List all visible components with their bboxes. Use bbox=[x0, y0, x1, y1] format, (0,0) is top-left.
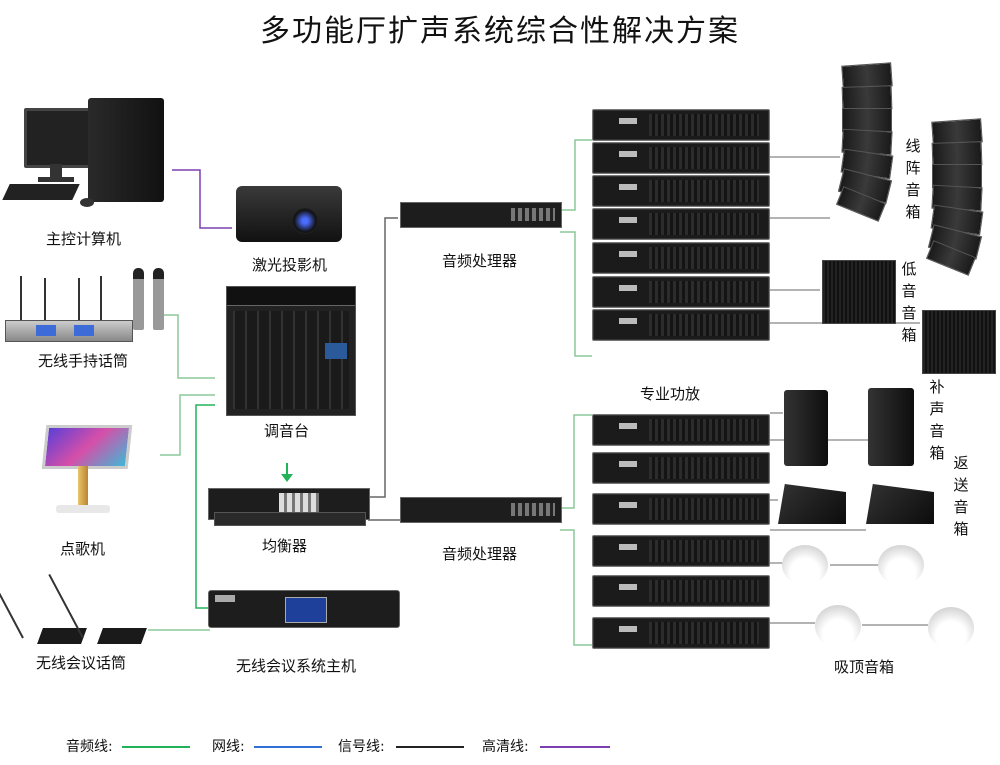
pc-device bbox=[2, 98, 170, 218]
processor-top-device bbox=[400, 202, 562, 228]
amplifier-label: 专业功放 bbox=[640, 385, 701, 403]
amplifier-unit bbox=[592, 575, 770, 607]
line-array-label: 线阵音箱 bbox=[905, 137, 921, 221]
subwoofer-icon bbox=[922, 310, 996, 374]
amplifier-unit bbox=[592, 175, 770, 207]
handheld-mic-icon bbox=[153, 268, 164, 330]
host-screen-icon bbox=[285, 597, 327, 623]
legend-item-label: 高清线: bbox=[482, 739, 529, 755]
amplifier-unit bbox=[592, 208, 770, 240]
tower-icon bbox=[88, 98, 164, 202]
projector-label: 激光投影机 bbox=[252, 256, 328, 274]
equalizer-label: 均衡器 bbox=[262, 537, 308, 555]
projector-icon bbox=[236, 186, 342, 242]
fill-speaker-label: 补声音箱 bbox=[929, 378, 945, 462]
line-array-speaker-icon bbox=[835, 62, 900, 222]
ceiling-speaker-icon bbox=[928, 607, 974, 649]
page-title: 多功能厅扩声系统综合性解决方案 bbox=[260, 14, 740, 49]
line-array-speaker-icon bbox=[925, 118, 990, 276]
processor-top-label: 音频处理器 bbox=[442, 252, 518, 270]
amplifier-unit bbox=[592, 617, 770, 649]
legend-swatch bbox=[122, 746, 190, 748]
mixer-device bbox=[226, 286, 356, 416]
fill-speaker-icon bbox=[784, 390, 828, 466]
fill-speaker-icon bbox=[868, 388, 914, 466]
legend-swatch bbox=[540, 746, 610, 748]
conference-host-label: 无线会议系统主机 bbox=[236, 657, 357, 675]
legend-item-label: 信号线: bbox=[338, 739, 385, 755]
processor-bottom-label: 音频处理器 bbox=[442, 545, 518, 563]
conference-mic-base-icon bbox=[97, 628, 147, 644]
handheld-mic-icon bbox=[133, 268, 144, 330]
amplifier-unit bbox=[592, 309, 770, 341]
monitor-icon bbox=[24, 108, 94, 168]
legend-item-label: 音频线: bbox=[66, 739, 113, 755]
legend: 音频线: 网线: 信号线: 高清线: bbox=[66, 736, 686, 758]
karaoke-label: 点歌机 bbox=[60, 540, 106, 558]
keyboard-icon bbox=[2, 184, 80, 200]
conference-host-device bbox=[208, 590, 400, 628]
processor-bottom-device bbox=[400, 497, 562, 523]
ceiling-speaker-icon bbox=[878, 545, 924, 585]
monitor-speaker-icon bbox=[778, 484, 846, 524]
ceiling-speaker-icon bbox=[815, 605, 861, 647]
legend-swatch bbox=[254, 746, 322, 748]
amplifier-unit bbox=[592, 493, 770, 525]
amplifier-unit bbox=[592, 276, 770, 308]
amplifier-unit bbox=[592, 414, 770, 446]
amplifier-unit bbox=[592, 452, 770, 484]
wireless-mic-receiver bbox=[5, 320, 133, 342]
amplifier-unit bbox=[592, 242, 770, 274]
karaoke-screen-icon bbox=[41, 425, 133, 469]
monitor-speaker-icon bbox=[866, 484, 934, 524]
subwoofer-icon bbox=[822, 260, 896, 324]
legend-swatch bbox=[396, 746, 464, 748]
conference-mic-label: 无线会议话筒 bbox=[36, 654, 127, 672]
mixer-label: 调音台 bbox=[264, 422, 310, 440]
pc-label: 主控计算机 bbox=[46, 230, 122, 248]
ceiling-speaker-label: 吸顶音箱 bbox=[834, 658, 895, 676]
amplifier-unit bbox=[592, 109, 770, 141]
ceiling-speaker-icon bbox=[782, 545, 828, 585]
amplifier-unit bbox=[592, 535, 770, 567]
legend-item-label: 网线: bbox=[212, 739, 245, 755]
wireless-mic-label: 无线手持话筒 bbox=[38, 352, 129, 370]
subwoofer-label: 低音音箱 bbox=[901, 260, 917, 344]
amplifier-unit bbox=[592, 142, 770, 174]
mouse-icon bbox=[80, 198, 94, 207]
monitor-speaker-label: 返送音箱 bbox=[953, 454, 969, 538]
